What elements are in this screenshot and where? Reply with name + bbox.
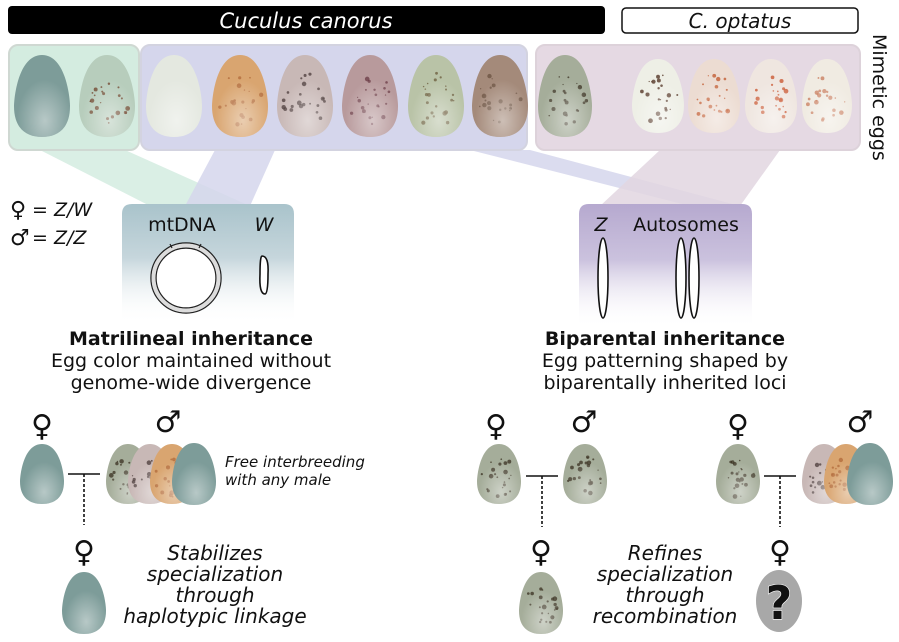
cross-eggs (20, 443, 893, 634)
optatus-red-speckled-egg-2 (745, 59, 797, 133)
mid-mother-egg (477, 444, 521, 504)
w-chromosome-icon (259, 255, 269, 295)
w-label: W (255, 214, 275, 236)
species-banner-optatus (621, 7, 859, 34)
mid-father-male-symbol: ♂ (571, 405, 598, 440)
species-canorus-label: Cuculus canorus (219, 9, 392, 33)
mid-mother-female-symbol: ♀ (485, 409, 507, 444)
optatus-red-speckled-egg-1 (688, 59, 740, 133)
stabilizes-line-2: specialization (147, 562, 283, 586)
biparental-subtitle-1: Egg patterning shaped by (542, 350, 788, 372)
right-father-male-symbol: ♂ (847, 405, 874, 440)
mtdna-circle-icon (150, 242, 222, 314)
left-father-egg-4 (172, 443, 216, 505)
species-optatus-label: C. optatus (689, 9, 792, 33)
optatus-white-egg (632, 59, 684, 133)
left-offspring-egg (62, 572, 106, 634)
refines-line-4: recombination (593, 604, 738, 628)
lavender-connector-left (185, 150, 275, 206)
female-def: = Z/W (32, 199, 93, 221)
species-banner-canorus (8, 6, 605, 34)
optatus-pale-speckled-egg (802, 59, 852, 133)
autosome-chromosome-icon-2 (688, 237, 700, 319)
mtdna-label: mtDNA (148, 214, 216, 236)
blue-egg (14, 55, 70, 137)
right-mother-egg (716, 444, 760, 504)
grey-speckled-egg (538, 55, 592, 137)
refines-line-2: specialization (597, 562, 733, 586)
mimetic-egg-row (14, 55, 852, 137)
matrilineal-subtitle-2: genome-wide divergence (71, 372, 312, 394)
z-chromosome-icon (597, 237, 609, 319)
refines-line-1: Refines (628, 541, 703, 565)
grey-veined-egg (277, 55, 333, 137)
free-interbreeding-note-2: with any male (225, 471, 331, 489)
left-mother-egg (20, 444, 64, 504)
mid-father-egg (563, 444, 607, 504)
autosomes-label: Autosomes (633, 214, 739, 236)
refines-line-3: through (625, 583, 704, 607)
stabilizes-line-4: haplotypic linkage (123, 604, 306, 628)
biparental-title: Biparental inheritance (545, 328, 785, 350)
free-interbreeding-note-1: Free interbreeding (225, 453, 365, 471)
mauve-connector (600, 150, 780, 206)
question-mark: ? (766, 576, 793, 630)
stabilizes-line-3: through (175, 583, 254, 607)
buff-egg (212, 55, 268, 137)
mid-offspring-female-symbol: ♀ (530, 535, 552, 570)
right-father-egg-3 (847, 443, 893, 505)
unknown-offspring-egg: ? (756, 570, 802, 632)
male-symbol: ♂ (10, 226, 30, 251)
matrilineal-subtitle-1: Egg color maintained without (51, 350, 331, 372)
white-egg (146, 55, 202, 137)
brown-mottled-egg (472, 55, 528, 137)
male-def: = Z/Z (32, 227, 87, 249)
female-symbol: ♀ (10, 198, 26, 223)
left-father-male-symbol: ♂ (155, 405, 182, 440)
mimetic-eggs-label: Mimetic eggs (868, 34, 890, 161)
right-offspring-female-symbol: ♀ (769, 535, 791, 570)
matrilineal-title: Matrilineal inheritance (69, 328, 313, 350)
z-label: Z (593, 214, 608, 236)
mid-offspring-egg (519, 572, 563, 634)
green-speckled-egg (79, 55, 135, 137)
z-autosome-box (579, 204, 752, 328)
right-mother-female-symbol: ♀ (727, 409, 749, 444)
green-grey-egg (408, 55, 464, 137)
left-offspring-female-symbol: ♀ (73, 535, 95, 570)
biparental-subtitle-2: biparentally inherited loci (543, 372, 786, 394)
autosome-chromosome-icon-1 (675, 237, 687, 319)
stabilizes-line-1: Stabilizes (167, 541, 262, 565)
purple-mottled-egg (342, 55, 398, 137)
left-mother-female-symbol: ♀ (31, 409, 53, 444)
cross-lines (68, 473, 796, 527)
